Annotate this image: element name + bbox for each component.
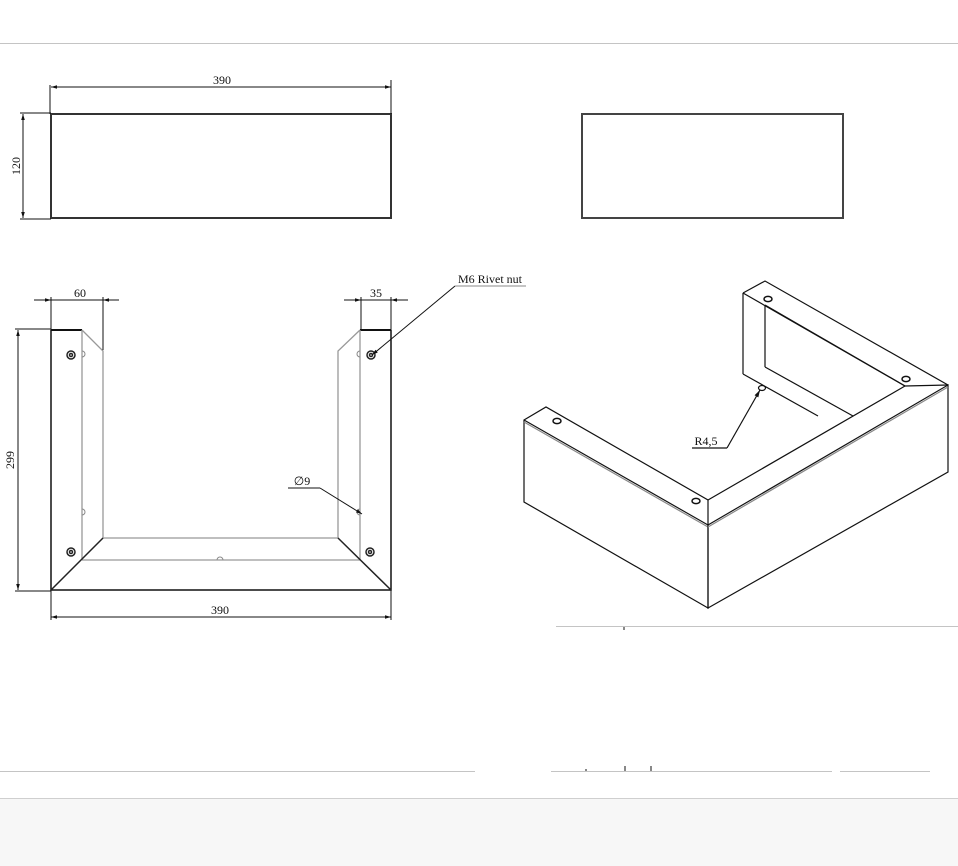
footer-bar [0,798,958,866]
title-block-rule-left [0,771,475,772]
right-flange-dim: 35 [370,286,382,300]
rivet-nut-callout: M6 Rivet nut [458,272,523,286]
bottom-width-dim: 390 [211,603,229,617]
side-view [581,113,844,219]
left-flange-dim: 60 [74,286,86,300]
hole-dim: ∅9 [294,474,310,488]
title-block-rule-mid [551,771,832,772]
title-block-rule-right [840,771,930,772]
title-block-rule [556,626,958,627]
radius-callout: R4,5 [694,434,717,448]
rivet-holes [66,350,376,557]
front-height-dim: 120 [9,157,23,175]
title-block-ticks [585,626,652,772]
front-width-dim: 390 [213,73,231,87]
top-view: 60 35 299 390 ∅9 M6 Rivet nut [3,272,526,620]
iso-view: R4,5 [523,280,949,610]
depth-dim: 299 [3,451,17,469]
top-divider [0,43,958,44]
front-view: 390 120 [9,73,392,220]
